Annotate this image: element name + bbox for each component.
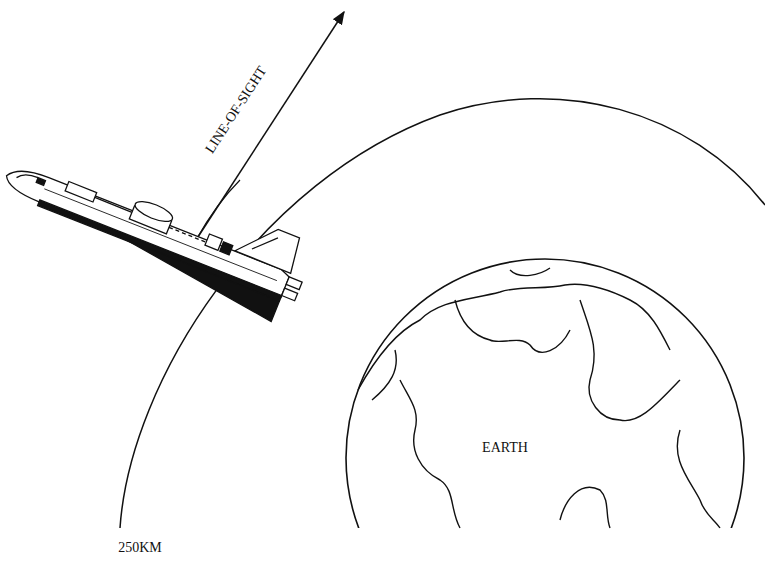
sight-curve <box>196 180 240 240</box>
earth-circle: EARTH <box>345 258 745 528</box>
earth-label: EARTH <box>482 441 528 455</box>
orbit-arc <box>120 99 765 528</box>
space-shuttle <box>0 127 317 326</box>
continent-outlines <box>358 268 720 528</box>
line-of-sight-arrow <box>196 12 344 240</box>
earth-outline <box>345 258 745 528</box>
earth-circle-outline <box>346 259 744 528</box>
altitude-label: 250KM <box>118 541 162 555</box>
